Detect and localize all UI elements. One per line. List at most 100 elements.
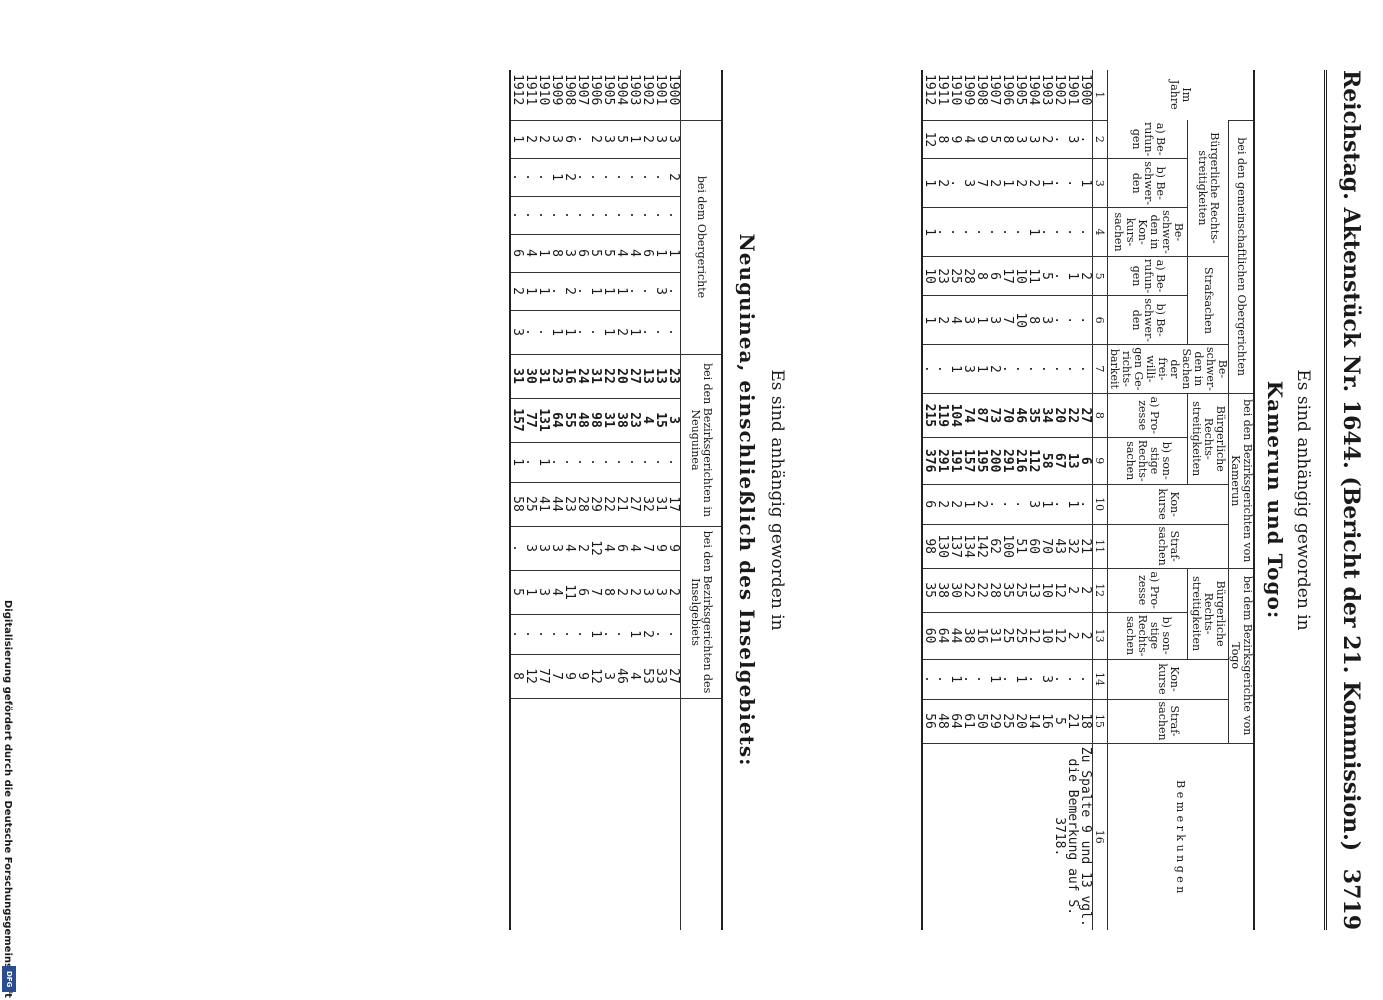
value-cell: 38 — [614, 398, 629, 442]
value-cell: . — [1078, 484, 1093, 525]
value-cell: 28 — [987, 568, 1002, 613]
value-cell: . — [601, 614, 616, 654]
sub-strafsachen-t: Straf-sachen — [1107, 699, 1229, 744]
value-cell: 130 — [935, 524, 950, 569]
value-cell: 1 — [948, 659, 963, 700]
value-cell: 1 — [653, 234, 668, 272]
value-cell: 4 — [627, 234, 642, 272]
value-cell: 70 — [1039, 524, 1054, 569]
value-cell: . — [1052, 659, 1067, 700]
year-cell: 1903 — [1039, 74, 1054, 106]
value-cell: 7 — [1000, 295, 1015, 345]
value-cell: 12 — [1026, 612, 1041, 660]
value-cell: 2 — [948, 484, 963, 525]
value-cell: 4 — [562, 526, 577, 570]
value-cell: 119 — [935, 393, 950, 438]
value-cell: . — [666, 614, 681, 654]
value-cell: . — [562, 196, 577, 234]
column-number: 14 — [1092, 659, 1108, 700]
bemerkung-text: Zu Spalte 9 und 13 vgl. die Bemerkung au… — [922, 743, 1093, 930]
value-cell: 25 — [1000, 699, 1015, 744]
value-cell: 6 — [640, 234, 655, 272]
value-cell: 3 — [653, 120, 668, 158]
value-cell: 51 — [1013, 524, 1028, 569]
value-cell: . — [640, 272, 655, 310]
value-cell: . — [1052, 256, 1067, 296]
value-cell: 77 — [523, 398, 538, 442]
value-cell: 13 — [640, 354, 655, 398]
value-cell: . — [549, 272, 564, 310]
col-6-header: b) Be-schwer-den — [1107, 295, 1188, 345]
group-bezirk-togo: bei dem Bezirksgerichte von Togo — [1228, 568, 1254, 744]
value-cell: 8 — [510, 654, 525, 698]
value-cell: 3 — [1065, 120, 1080, 159]
value-cell: 25 — [1013, 568, 1028, 613]
value-cell: 27 — [627, 482, 642, 526]
value-cell: 2 — [588, 120, 603, 158]
value-cell: 1 — [549, 158, 564, 196]
value-cell: 48 — [935, 699, 950, 744]
value-cell: 3 — [1039, 295, 1054, 345]
value-cell: . — [1052, 207, 1067, 257]
value-cell: 5 — [987, 120, 1002, 159]
value-cell: 12 — [523, 654, 538, 698]
value-cell: 53 — [640, 654, 655, 698]
column-number: 4 — [1092, 207, 1108, 257]
year-cell: 1903 — [627, 74, 642, 106]
value-cell: 3 — [666, 120, 681, 158]
bemerkung-empty — [510, 698, 681, 930]
column-number: 8 — [1092, 393, 1108, 438]
value-cell: 3 — [1039, 659, 1054, 700]
column-number: 9 — [1092, 437, 1108, 485]
value-cell: . — [1039, 207, 1054, 257]
value-cell: . — [653, 310, 668, 354]
value-cell: . — [575, 120, 590, 158]
value-cell: 61 — [961, 699, 976, 744]
value-cell: 77 — [536, 654, 551, 698]
value-cell: 1 — [601, 310, 616, 354]
year-cell: 1908 — [562, 74, 577, 106]
value-cell: 31 — [987, 612, 1002, 660]
header-title: Reichstag. Aktenstück Nr. 1644. (Bericht… — [1338, 70, 1364, 852]
value-cell: 17 — [1000, 256, 1015, 296]
value-cell: 31 — [653, 482, 668, 526]
value-cell: . — [510, 158, 525, 196]
value-cell: 41 — [536, 482, 551, 526]
value-cell: . — [1026, 344, 1041, 394]
value-cell: 10 — [1039, 568, 1054, 613]
value-cell: . — [536, 614, 551, 654]
value-cell: 9 — [666, 526, 681, 570]
value-cell: 1 — [948, 344, 963, 394]
year-cell: 1907 — [987, 74, 1002, 106]
value-cell: . — [935, 344, 950, 394]
sub-konkurse-k: Kon-kurse — [1107, 484, 1229, 525]
value-cell: 4 — [961, 120, 976, 159]
column-number: 15 — [1092, 699, 1108, 744]
value-cell: 8 — [549, 234, 564, 272]
group-bezirk-kamerun: bei den Bezirksgerichten von Kamerun — [1228, 393, 1254, 569]
value-cell: 100 — [1000, 524, 1015, 569]
year-cell: 1911 — [523, 74, 538, 106]
value-cell: . — [627, 272, 642, 310]
year-cell: 1904 — [614, 74, 629, 106]
value-cell: 1 — [1039, 158, 1054, 208]
value-cell: 22 — [601, 354, 616, 398]
value-cell: . — [601, 442, 616, 482]
value-cell: 24 — [575, 354, 590, 398]
value-cell: 10 — [1013, 295, 1028, 345]
value-cell: . — [575, 158, 590, 196]
value-cell: . — [575, 442, 590, 482]
year-cell: 1902 — [1052, 74, 1067, 106]
value-cell: 1 — [523, 272, 538, 310]
value-cell: . — [1065, 207, 1080, 257]
digitization-note: Digitalisierung gefördert durch die Deut… — [2, 600, 18, 998]
value-cell: . — [614, 158, 629, 196]
value-cell: 60 — [1026, 524, 1041, 569]
value-cell: . — [588, 158, 603, 196]
value-cell: 1 — [588, 272, 603, 310]
value-cell: 3 — [536, 570, 551, 614]
kamerun-intro: Es sind anhängig geworden in — [1293, 369, 1313, 631]
value-cell: 31 — [601, 398, 616, 442]
value-cell: 1 — [1039, 484, 1054, 525]
ng-blank-header — [680, 698, 722, 930]
